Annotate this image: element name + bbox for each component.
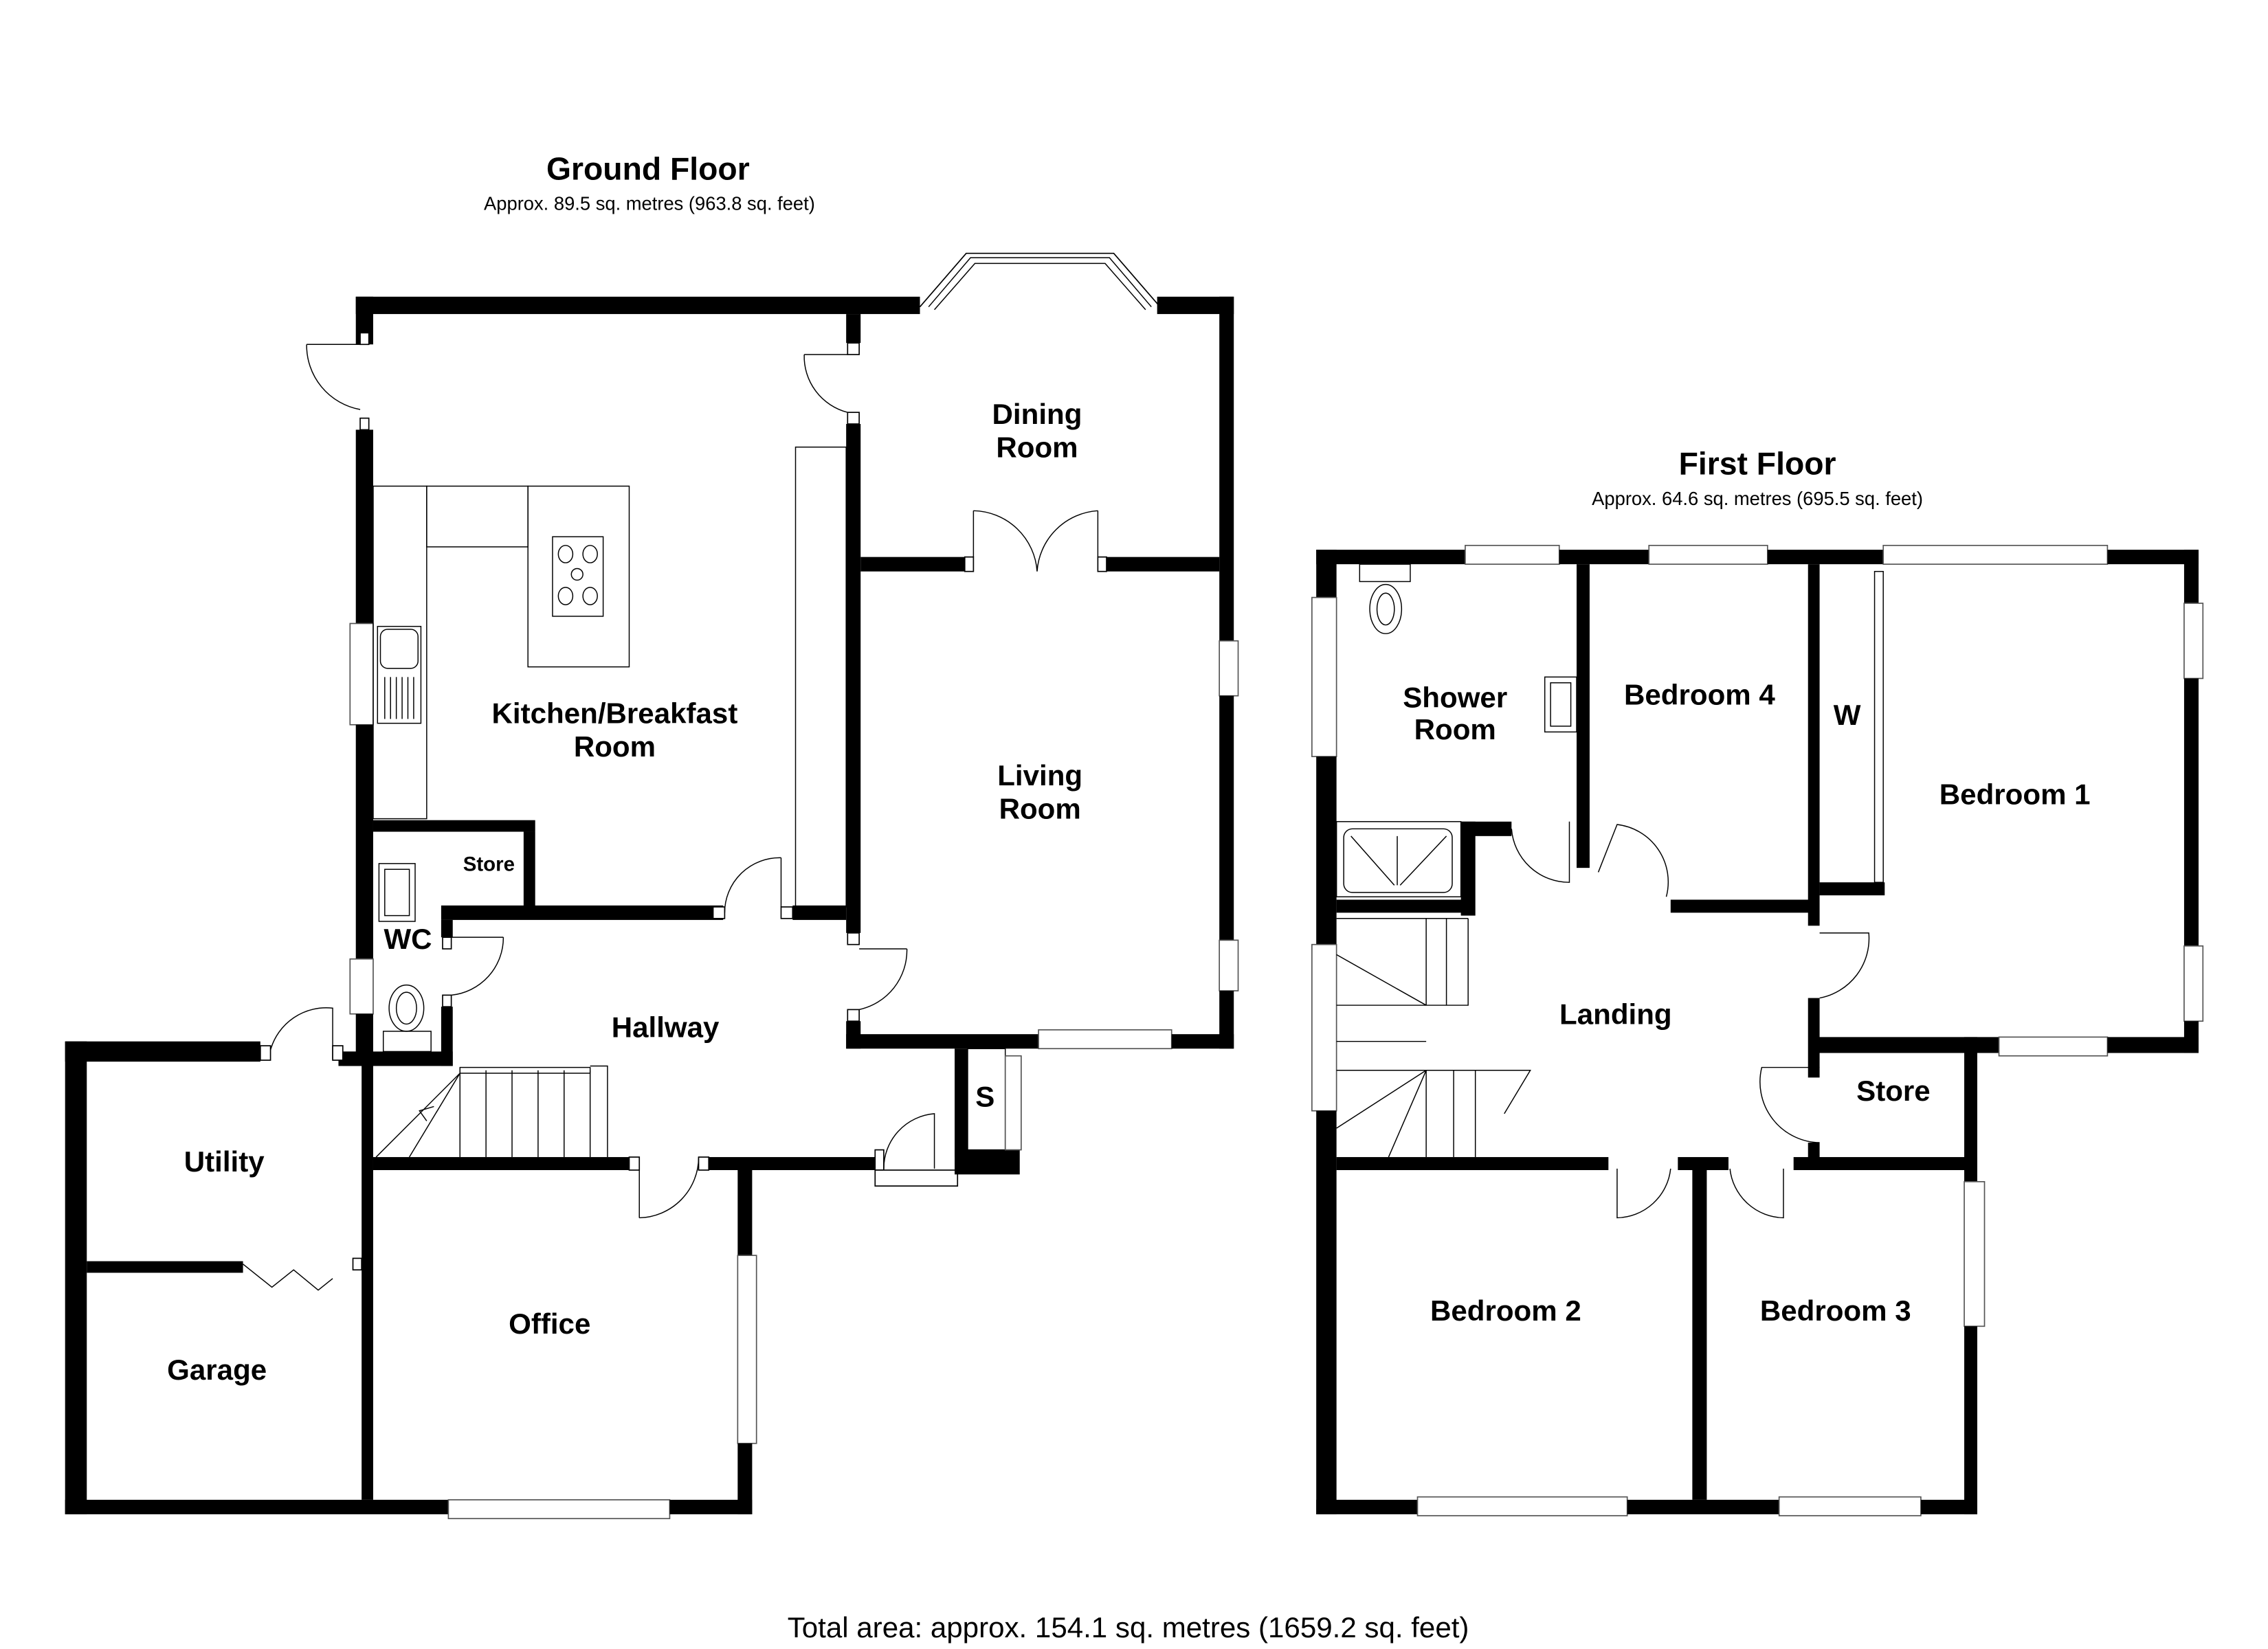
label-shower-room: Shower (1403, 682, 1507, 714)
ground-floor-title: Ground Floor (546, 150, 750, 186)
label-living-room-2: Room (999, 793, 1081, 825)
label-kitchen: Kitchen/Breakfast (492, 697, 738, 730)
label-bedroom-2: Bedroom 2 (1430, 1294, 1581, 1327)
ground-floor-plan (65, 252, 1239, 1520)
label-landing: Landing (1559, 998, 1672, 1030)
label-kitchen-2: Room (574, 730, 656, 763)
label-s: S (975, 1080, 994, 1112)
label-bedroom-3: Bedroom 3 (1760, 1294, 1911, 1327)
label-bedroom-4: Bedroom 4 (1624, 678, 1775, 710)
label-bedroom-1: Bedroom 1 (1939, 778, 2091, 811)
label-office: Office (509, 1308, 590, 1340)
label-hallway: Hallway (612, 1011, 720, 1043)
label-dining-room-2: Room (996, 431, 1078, 463)
label-utility: Utility (184, 1145, 265, 1178)
label-store-first: Store (1856, 1075, 1931, 1107)
label-store-ground: Store (463, 853, 515, 875)
label-shower-room-2: Room (1414, 713, 1496, 745)
label-dining-room: Dining (992, 398, 1082, 430)
first-floor-plan (1311, 544, 2204, 1516)
label-wardrobe: W (1834, 699, 1861, 731)
label-wc: WC (383, 923, 432, 955)
total-area: Total area: approx. 154.1 sq. metres (16… (788, 1611, 1469, 1644)
first-floor-title: First Floor (1679, 446, 1836, 482)
ground-floor-area: Approx. 89.5 sq. metres (963.8 sq. feet) (484, 193, 815, 214)
first-floor-area: Approx. 64.6 sq. metres (695.5 sq. feet) (1592, 488, 1923, 509)
label-garage: Garage (167, 1354, 267, 1386)
label-living-room: Living (997, 759, 1082, 792)
